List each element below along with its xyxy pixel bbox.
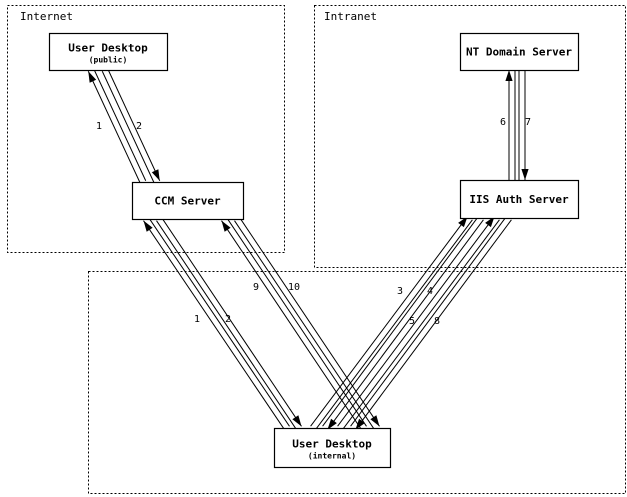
edge-line — [315, 219, 473, 431]
edge-label-e8: 8 — [434, 316, 440, 327]
edge-line — [239, 217, 380, 427]
edge-line — [221, 220, 362, 430]
edge-arrowhead — [327, 418, 337, 430]
edge-label-e1b: 1 — [194, 314, 200, 325]
node-user-desktop-internal[interactable]: User Desktop(internal) — [273, 427, 392, 469]
node-box-ccm-server[interactable] — [131, 181, 245, 221]
edge-label-e9: 9 — [253, 282, 259, 293]
edge-arrowhead — [143, 220, 153, 232]
edge-arrowhead — [88, 71, 97, 83]
node-ccm-server[interactable]: CCM Server — [131, 181, 245, 221]
node-iis-auth-server[interactable]: IIS Auth Server — [459, 179, 580, 220]
node-user-desktop-public[interactable]: User Desktop(public) — [48, 32, 169, 72]
edge-labels-layer: 1 2 6 7 1 2 9 10 3 4 5 8 — [96, 117, 531, 327]
edge-line — [350, 215, 507, 427]
zone-intranet: Intranet — [314, 5, 626, 268]
node-box-nt-domain-server[interactable] — [459, 32, 580, 72]
edge-label-e2: 2 — [136, 121, 142, 132]
zone-internet: Internet — [7, 5, 285, 253]
edge-e5 — [337, 215, 500, 431]
edge-e6 — [505, 70, 516, 180]
edge-e2b — [156, 217, 302, 430]
edge-arrowhead — [355, 418, 365, 430]
edge-e10 — [234, 217, 380, 430]
edge-line — [322, 215, 479, 427]
edge-e1b — [143, 217, 290, 430]
edge-arrowhead — [370, 415, 380, 427]
zone-border-intranet — [314, 5, 626, 268]
edge-line — [143, 220, 285, 430]
edge-label-e7: 7 — [525, 117, 531, 128]
node-title-user-desktop-public: User Desktop — [68, 42, 148, 55]
edge-line — [107, 68, 161, 181]
edge-line — [337, 215, 495, 427]
node-box-user-desktop-internal[interactable] — [273, 427, 392, 469]
node-title-user-desktop-internal: User Desktop — [292, 438, 372, 451]
edge-line — [355, 219, 512, 431]
edge-e2 — [101, 68, 161, 184]
edge-line — [310, 215, 468, 427]
edge-line — [87, 71, 141, 184]
edge-label-e4: 4 — [427, 286, 433, 297]
edge-e7 — [518, 70, 529, 180]
edge-line — [342, 219, 500, 431]
node-box-iis-auth-server[interactable] — [459, 179, 580, 220]
edge-line — [226, 217, 367, 427]
edge-label-e3: 3 — [397, 286, 403, 297]
zone-label-internet: Internet — [20, 10, 73, 23]
node-title-nt-domain-server: NT Domain Server — [466, 46, 572, 59]
edge-line — [101, 71, 155, 184]
edge-arrowhead — [521, 169, 529, 180]
node-nt-domain-server[interactable]: NT Domain Server — [459, 32, 580, 72]
node-title-ccm-server: CCM Server — [154, 195, 221, 208]
edge-line — [93, 68, 147, 181]
edge-label-e1: 1 — [96, 121, 102, 132]
edge-line — [161, 217, 302, 427]
node-box-user-desktop-public[interactable] — [48, 32, 169, 72]
zone-border-internet — [7, 5, 285, 253]
edge-label-e6: 6 — [500, 117, 506, 128]
zones-layer: Internet Intranet — [7, 5, 626, 494]
edge-line — [327, 219, 484, 431]
edge-line — [156, 220, 297, 430]
edge-e3 — [310, 215, 473, 431]
edge-e8 — [350, 215, 512, 431]
edge-line — [148, 217, 290, 427]
edge-arrowhead — [221, 220, 231, 232]
edge-arrowhead — [292, 415, 302, 427]
edge-e4 — [322, 215, 484, 431]
node-title-iis-auth-server: IIS Auth Server — [469, 193, 569, 206]
edge-e9 — [221, 217, 367, 430]
zone-internal-lan — [88, 271, 626, 494]
edge-e1 — [87, 68, 147, 184]
zone-label-intranet: Intranet — [324, 10, 377, 23]
edge-line — [234, 220, 375, 430]
node-subtitle-user-desktop-public: (public) — [89, 55, 128, 65]
edge-arrowhead — [151, 169, 160, 181]
edge-label-e5: 5 — [409, 316, 415, 327]
edge-label-e2b: 2 — [225, 314, 231, 325]
edge-arrowhead — [505, 70, 513, 81]
edge-label-e10: 10 — [288, 282, 300, 293]
zone-border-internal-lan — [88, 271, 626, 494]
node-subtitle-user-desktop-internal: (internal) — [308, 451, 356, 461]
edges-layer — [87, 68, 529, 431]
